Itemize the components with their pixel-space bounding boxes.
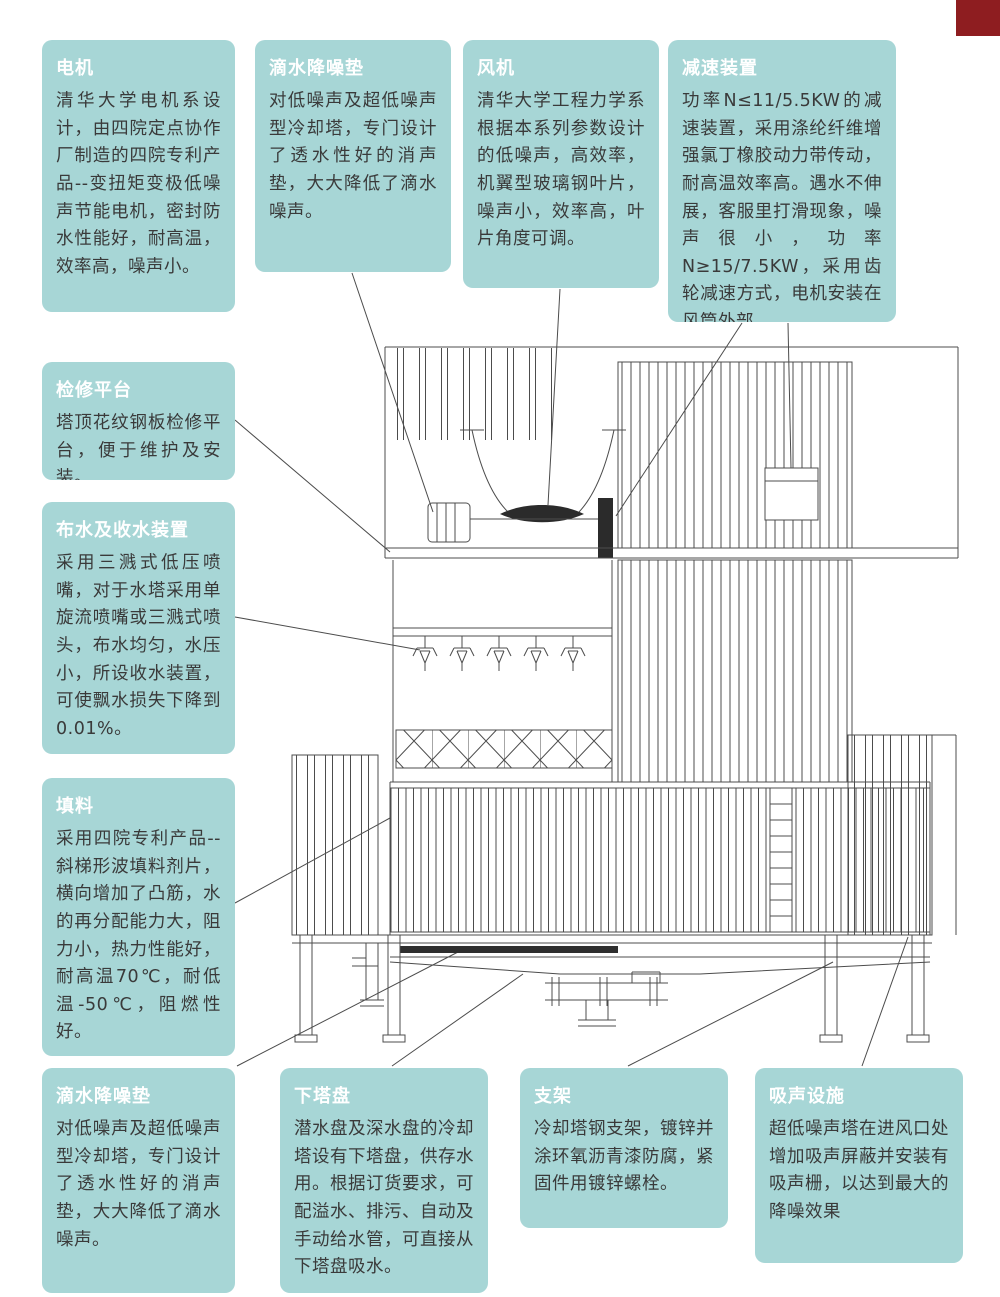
callout-title: 填料 — [56, 796, 94, 817]
callout-body: 清华大学电机系设计，由四院定点协作厂制造的四院专利产品--变扭矩变极低噪声节能电… — [56, 91, 221, 277]
callout-title: 风机 — [477, 58, 515, 79]
water-distribution-drawing — [392, 560, 613, 782]
fill-section-drawing — [389, 781, 931, 935]
motor-drawing — [427, 502, 471, 543]
callout-title: 滴水降噪垫 — [56, 1086, 151, 1107]
callout-body: 清华大学工程力学系根据本系列参数设计的低噪声，高效率，机翼型玻璃钢叶片，噪声小，… — [477, 91, 645, 250]
drip-noise-pad-drawing — [400, 946, 618, 953]
callout-body: 对低噪声及超低噪声型冷却塔，专门设计了透水性好的消声垫，大大降低了滴水噪声。 — [269, 91, 437, 222]
callout-drip-pad-top: 滴水降噪垫 对低噪声及超低噪声型冷却塔，专门设计了透水性好的消声垫，大大降低了滴… — [255, 40, 451, 272]
callout-title: 布水及收水装置 — [56, 520, 189, 541]
callout-body: 功率N≤11/5.5KW的减速装置，采用涤纶纤维增强氯丁橡胶动力带传动，耐高温效… — [682, 91, 882, 322]
tower-upper-casing-drawing — [384, 346, 959, 558]
callout-body: 塔顶花纹钢板检修平台，便于维护及安装。 — [56, 413, 221, 480]
callout-drip-pad-bottom: 滴水降噪垫 对低噪声及超低噪声型冷却塔，专门设计了透水性好的消声垫，大大降低了滴… — [42, 1068, 235, 1293]
callout-body: 采用四院专利产品--斜梯形波填料剂片，横向增加了凸筋，水的再分配能力大，阻力小，… — [56, 829, 221, 1043]
callout-body: 潜水盘及深水盘的冷却塔设有下塔盘，供存水用。根据订货要求，可配溢水、排污、自动及… — [294, 1119, 474, 1278]
callout-reducer: 减速装置 功率N≤11/5.5KW的减速装置，采用涤纶纤维增强氯丁橡胶动力带传动… — [668, 40, 896, 322]
drift-eliminator-drawing — [395, 729, 613, 769]
callout-motor: 电机 清华大学电机系设计，由四院定点协作厂制造的四院专利产品--变扭矩变极低噪声… — [42, 40, 235, 312]
callout-title: 减速装置 — [682, 58, 758, 79]
callout-fan: 风机 清华大学工程力学系根据本系列参数设计的低噪声，高效率，机翼型玻璃钢叶片，噪… — [463, 40, 659, 288]
callout-inspection-platform: 检修平台 塔顶花纹钢板检修平台，便于维护及安装。 — [42, 362, 235, 480]
basin-piping-drawing — [545, 971, 668, 1027]
callout-body: 采用三溅式低压喷嘴，对于水塔采用单旋流喷嘴或三溅式喷头，布水均匀，水压小，所设收… — [56, 553, 221, 739]
callout-title: 滴水降噪垫 — [269, 58, 364, 79]
callout-title: 下塔盘 — [294, 1086, 351, 1107]
basin-drawing — [292, 934, 932, 975]
lower-right-louver-drawing — [617, 559, 853, 783]
inspection-platform-drawing — [385, 547, 958, 559]
callout-sound-absorption: 吸声设施 超低噪声塔在进风口处增加吸声屏蔽并安装有吸声栅，以达到最大的降噪效果 — [755, 1068, 963, 1263]
callout-body: 超低噪声塔在进风口处增加吸声屏蔽并安装有吸声栅，以达到最大的降噪效果 — [769, 1119, 949, 1222]
support-legs-drawing — [294, 935, 930, 1043]
callout-title: 吸声设施 — [769, 1086, 845, 1107]
left-inlet-louver-drawing — [291, 754, 379, 936]
callout-fill: 填料 采用四院专利产品--斜梯形波填料剂片，横向增加了凸筋，水的再分配能力大，阻… — [42, 778, 235, 1056]
gearbox-drawing — [764, 467, 819, 521]
callout-body: 对低噪声及超低噪声型冷却塔，专门设计了透水性好的消声垫，大大降低了滴水噪声。 — [56, 1119, 221, 1250]
callout-lower-tray: 下塔盘 潜水盘及深水盘的冷却塔设有下塔盘，供存水用。根据订货要求，可配溢水、排污… — [280, 1068, 488, 1293]
drain-pipe-drawing — [352, 943, 384, 1007]
callout-bracket: 支架 冷却塔钢支架，镀锌并涂环氧沥青漆防腐，紧固件用镀锌螺栓。 — [520, 1068, 728, 1228]
fan-assembly-drawing — [460, 429, 626, 558]
callout-water-distribution: 布水及收水装置 采用三溅式低压喷嘴，对于水塔采用单旋流喷嘴或三溅式喷头，布水均匀… — [42, 502, 235, 754]
callout-body: 冷却塔钢支架，镀锌并涂环氧沥青漆防腐，紧固件用镀锌螺栓。 — [534, 1119, 714, 1195]
callout-title: 电机 — [56, 58, 94, 79]
callout-title: 检修平台 — [56, 380, 132, 401]
callout-title: 支架 — [534, 1086, 572, 1107]
corner-red-square — [956, 0, 1000, 36]
